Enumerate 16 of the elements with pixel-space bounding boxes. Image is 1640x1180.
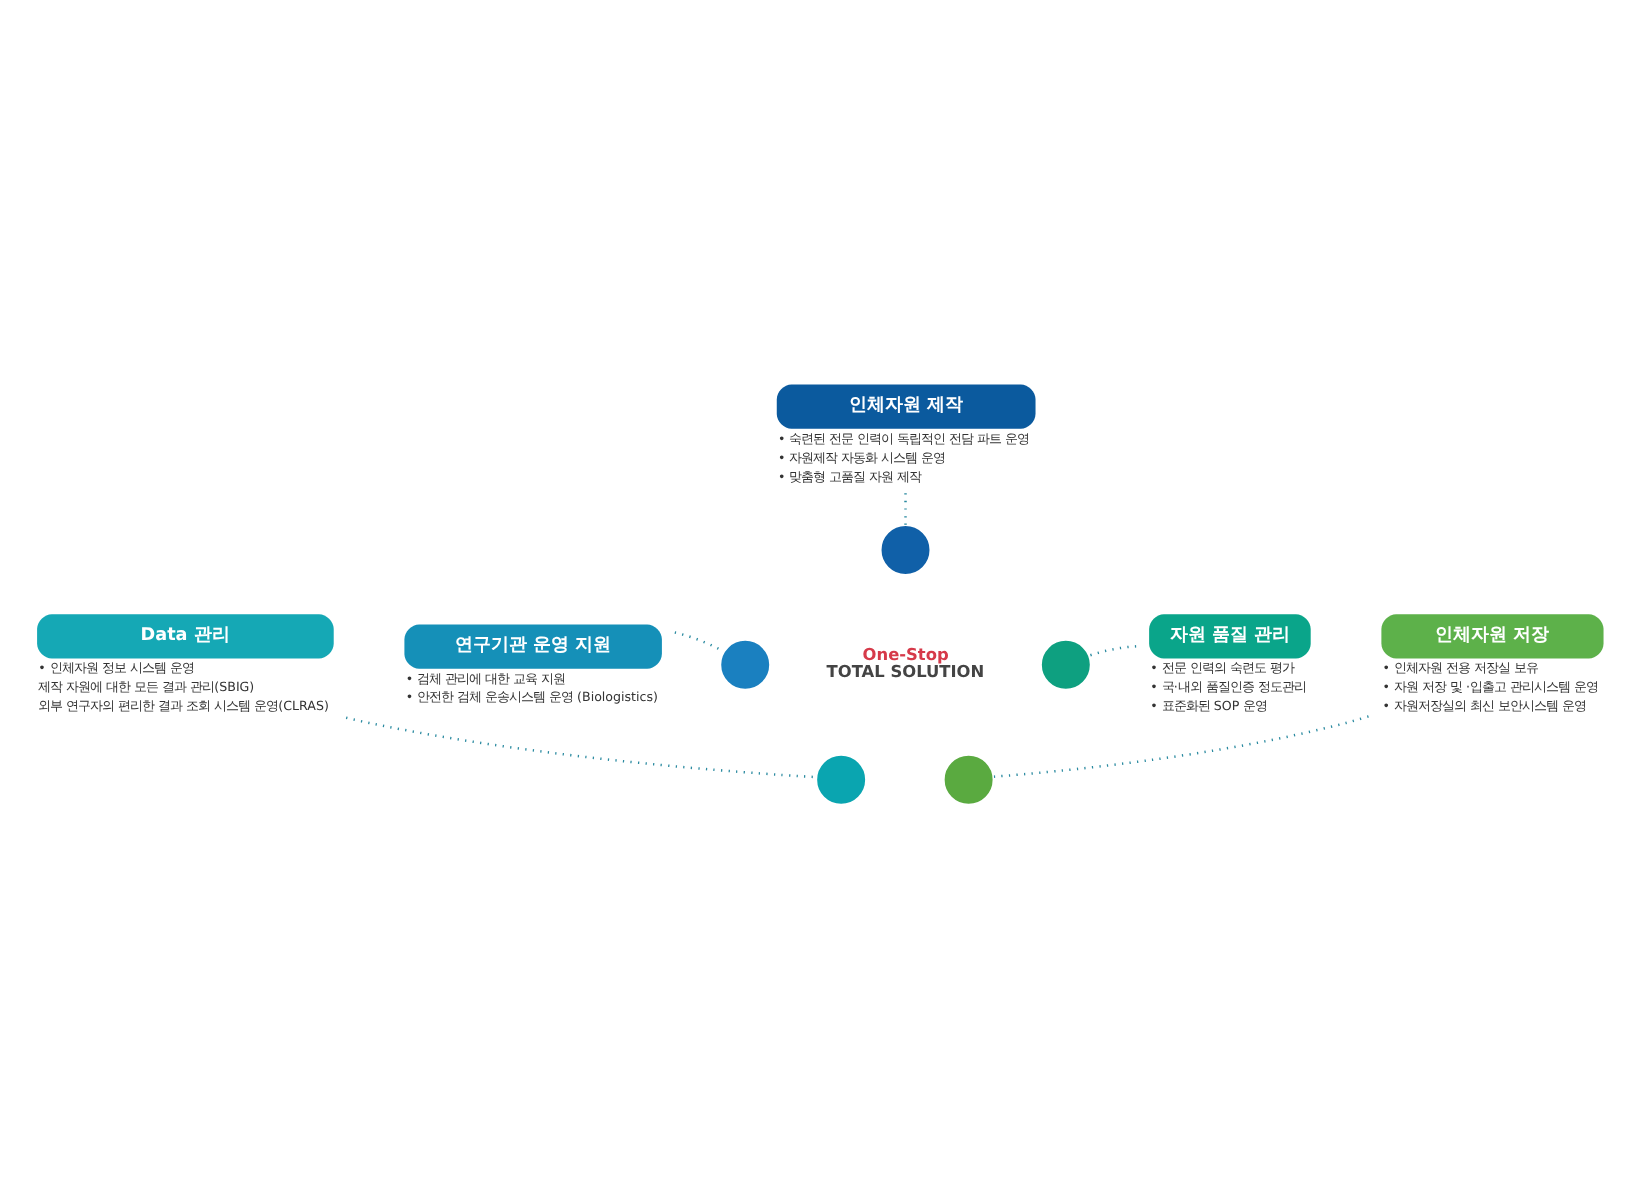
- connector: [1089, 644, 1137, 656]
- node-circle: [718, 637, 772, 691]
- node-circle: [942, 752, 996, 806]
- node-text: One-Stop TOTAL SOLUTION: [826, 643, 985, 680]
- node-circle: [814, 752, 868, 806]
- node-box: Data 관리: [37, 613, 334, 658]
- connector: [674, 630, 724, 652]
- node-circle: [879, 522, 932, 576]
- node-box: 인체자원 저장: [1381, 613, 1604, 658]
- connector: [345, 715, 816, 778]
- connector: [904, 492, 907, 524]
- node-box: 연구기관 운영 지원: [404, 623, 662, 668]
- connector: [993, 714, 1369, 777]
- node-box: 인체자원 제작: [776, 383, 1036, 428]
- node-box: 자원 품질 관리: [1149, 613, 1311, 658]
- node-circle: [1039, 637, 1093, 691]
